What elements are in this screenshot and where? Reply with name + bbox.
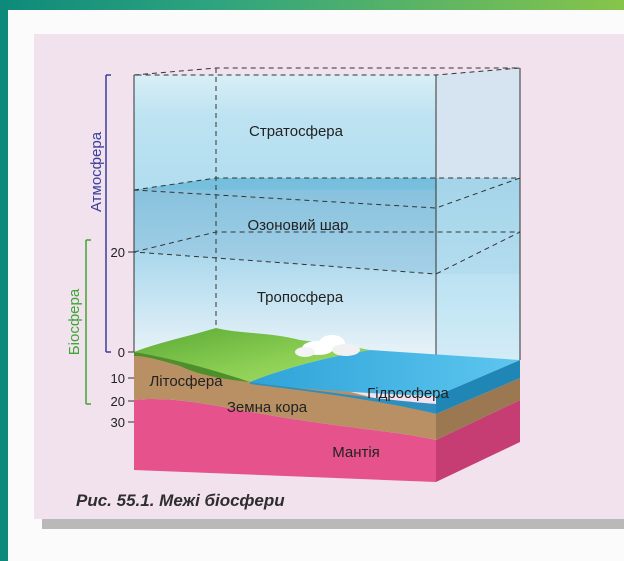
label-mantle: Мантія (332, 444, 380, 461)
scale-label-30: 30 (111, 415, 125, 430)
ozone-layer-zone (134, 178, 520, 274)
atmosphere-right-face (436, 68, 520, 360)
label-stratosphere: Стратосфера (249, 123, 344, 140)
label-atmosphere: Атмосфера (88, 131, 105, 212)
mantle-right (436, 400, 520, 482)
land-top (134, 328, 370, 382)
figure-caption: Рис. 55.1. Межі біосфери (76, 491, 285, 510)
crust-right (436, 378, 520, 440)
left-accent-bar (0, 0, 8, 561)
label-crust: Земна кора (227, 399, 308, 416)
depth-scale (128, 251, 134, 423)
mantle-front (134, 399, 436, 482)
scale-label-10: 10 (111, 371, 125, 386)
clouds (295, 335, 360, 357)
ozone-top-plane (133, 177, 521, 209)
scale-label-20-top: 20 (111, 245, 125, 260)
label-ozone: Озоновий шар (248, 217, 349, 234)
stratosphere-zone (134, 75, 436, 190)
biosphere-bracket (85, 239, 91, 405)
label-troposphere: Тропосфера (257, 289, 344, 306)
label-lithosphere: Літосфера (149, 373, 223, 390)
ground-block (134, 328, 520, 482)
water-right (436, 360, 520, 414)
land-front-edge (134, 352, 250, 382)
atmosphere-box (133, 67, 521, 360)
label-hydrosphere: Гідросфера (367, 385, 449, 402)
label-biosphere: Біосфера (66, 288, 83, 355)
water-top (250, 350, 520, 396)
top-accent-bar (0, 0, 624, 10)
atmosphere-bracket (105, 74, 111, 353)
scale-label-0: 0 (118, 345, 125, 360)
water-front (250, 382, 436, 414)
top-rim (133, 67, 521, 76)
ozone-bottom-plane (133, 231, 521, 275)
scale-label-20: 20 (111, 394, 125, 409)
